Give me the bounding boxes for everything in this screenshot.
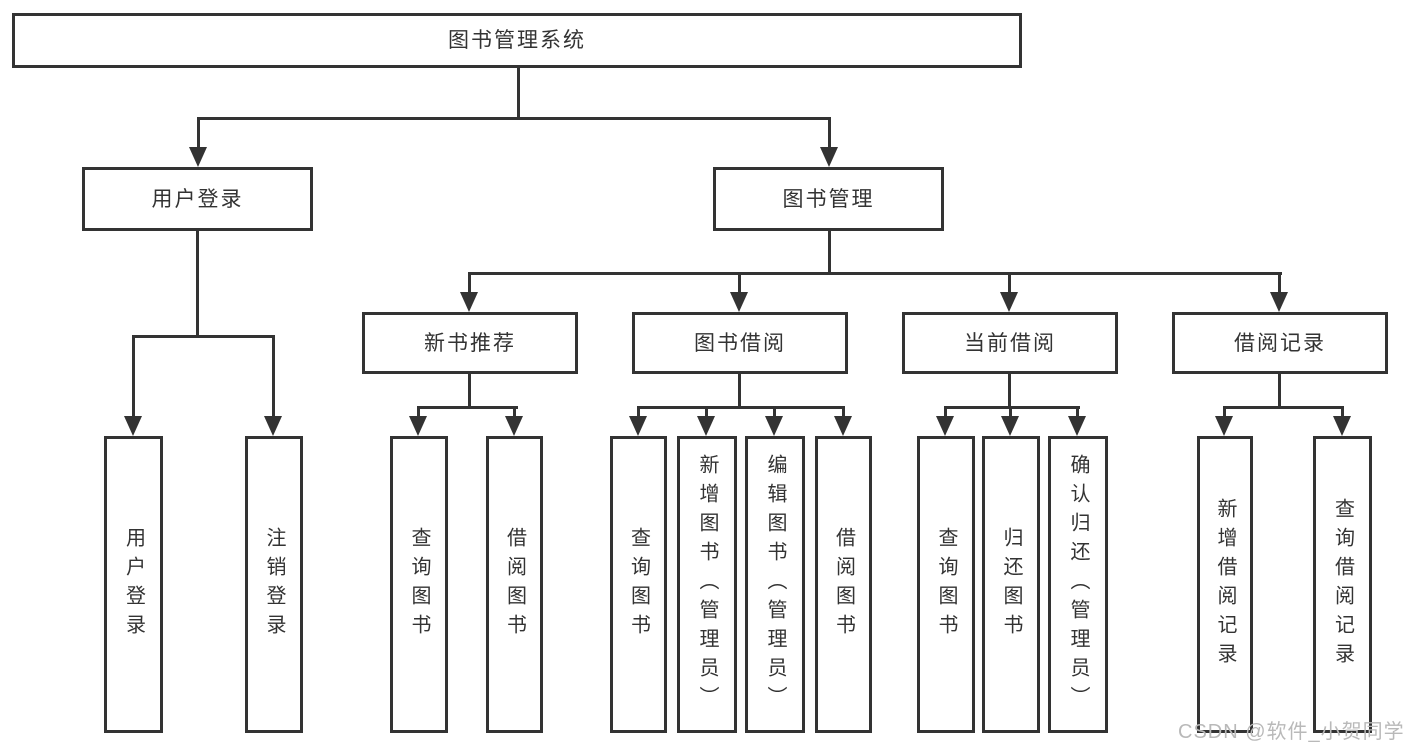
node-label: 用户登录: [122, 526, 145, 643]
edge: [1223, 406, 1344, 409]
leaf-borrow-books-recommend: 借阅图书: [486, 436, 543, 733]
edge: [272, 335, 275, 418]
arrowhead: [765, 416, 783, 436]
edge: [738, 272, 741, 294]
node-label: 借阅记录: [1234, 331, 1326, 355]
leaf-edit-book-admin: 编辑图书（管理员）: [745, 436, 805, 733]
edge: [1223, 406, 1226, 418]
node-root: 图书管理系统: [12, 13, 1022, 68]
node-label: 借阅图书: [832, 526, 855, 643]
leaf-query-books-recommend: 查询图书: [390, 436, 448, 733]
edge: [132, 335, 275, 338]
leaf-add-borrow-record: 新增借阅记录: [1197, 436, 1253, 733]
edge: [468, 374, 471, 406]
edge: [468, 272, 1282, 275]
arrowhead: [1333, 416, 1351, 436]
arrowhead: [264, 416, 282, 436]
node-label: 当前借阅: [964, 331, 1056, 355]
node-new-book-recommend: 新书推荐: [362, 312, 578, 374]
node-label: 确认归还（管理员）: [1067, 454, 1089, 715]
leaf-borrow-books-borrow: 借阅图书: [815, 436, 872, 733]
leaf-user-login: 用户登录: [104, 436, 163, 733]
edge: [738, 374, 741, 406]
edge: [773, 406, 776, 418]
node-label: 查询图书: [627, 526, 650, 643]
node-book-management: 图书管理: [713, 167, 944, 231]
arrowhead: [460, 292, 478, 312]
arrowhead: [124, 416, 142, 436]
edge: [828, 117, 831, 150]
leaf-query-books-current: 查询图书: [917, 436, 975, 733]
edge: [517, 68, 520, 117]
node-label: 编辑图书（管理员）: [764, 454, 786, 715]
node-label: 借阅图书: [503, 526, 526, 643]
arrowhead: [1270, 292, 1288, 312]
edge: [1278, 374, 1281, 406]
node-label: 图书借阅: [694, 331, 786, 355]
edge: [637, 406, 640, 418]
node-label: 新书推荐: [424, 331, 516, 355]
node-label: 图书管理系统: [448, 29, 586, 52]
edge: [1076, 406, 1079, 418]
arrowhead: [730, 292, 748, 312]
arrowhead: [1215, 416, 1233, 436]
edge: [468, 272, 471, 294]
edge: [705, 406, 708, 418]
node-label: 新增借阅记录: [1214, 497, 1236, 672]
leaf-logout-login: 注销登录: [245, 436, 303, 733]
node-label: 注销登录: [263, 526, 285, 643]
leaf-query-borrow-record: 查询借阅记录: [1313, 436, 1372, 733]
leaf-query-books-borrow: 查询图书: [610, 436, 667, 733]
node-current-borrow: 当前借阅: [902, 312, 1118, 374]
edge: [842, 406, 845, 418]
arrowhead: [697, 416, 715, 436]
node-label: 图书管理: [782, 187, 875, 211]
leaf-return-books: 归还图书: [982, 436, 1040, 733]
node-label: 归还图书: [1000, 526, 1022, 643]
edge: [944, 406, 947, 418]
edge: [1008, 374, 1011, 406]
node-label: 新增图书（管理员）: [696, 454, 718, 715]
edge: [944, 406, 1080, 409]
edge: [132, 335, 135, 418]
node-user-login: 用户登录: [82, 167, 313, 231]
leaf-add-book-admin: 新增图书（管理员）: [677, 436, 737, 733]
edge: [637, 406, 845, 409]
edge: [197, 117, 831, 120]
edge: [513, 406, 516, 418]
node-borrow-record: 借阅记录: [1172, 312, 1388, 374]
node-label: 查询图书: [408, 526, 430, 643]
node-label: 查询借阅记录: [1331, 497, 1354, 672]
arrowhead: [936, 416, 954, 436]
edge: [197, 117, 200, 150]
arrowhead: [834, 416, 852, 436]
arrowhead: [409, 416, 427, 436]
edge: [1009, 406, 1012, 418]
node-label: 用户登录: [151, 187, 244, 211]
node-label: 查询图书: [935, 526, 957, 643]
arrowhead: [1000, 292, 1018, 312]
arrowhead: [629, 416, 647, 436]
edge: [1278, 272, 1281, 294]
edge: [196, 231, 199, 335]
edge: [417, 406, 420, 418]
arrowhead: [820, 147, 838, 167]
edge: [828, 231, 831, 272]
leaf-confirm-return-admin: 确认归还（管理员）: [1048, 436, 1108, 733]
arrowhead: [189, 147, 207, 167]
arrowhead: [505, 416, 523, 436]
node-book-borrow: 图书借阅: [632, 312, 848, 374]
csdn-watermark: CSDN @软件_小贺同学: [1178, 721, 1405, 743]
arrowhead: [1001, 416, 1019, 436]
edge: [1341, 406, 1344, 418]
edge: [417, 406, 518, 409]
edge: [1008, 272, 1011, 294]
arrowhead: [1068, 416, 1086, 436]
